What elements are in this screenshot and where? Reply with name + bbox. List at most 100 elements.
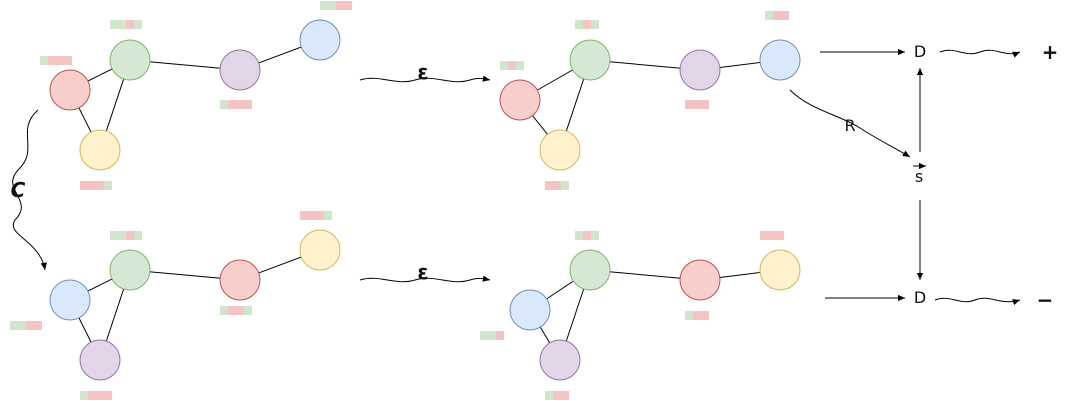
feature-cell bbox=[40, 56, 48, 65]
graph-node-red bbox=[499, 79, 541, 121]
graph-node-green bbox=[109, 39, 151, 81]
feature-cell bbox=[488, 331, 496, 340]
feature-cell bbox=[575, 20, 583, 29]
feature-cell bbox=[300, 211, 308, 220]
feature-cell bbox=[561, 181, 569, 190]
feature-cell bbox=[104, 391, 112, 400]
graph-node-red bbox=[679, 259, 721, 301]
feature-cell bbox=[768, 231, 776, 240]
feature-cell bbox=[685, 100, 693, 109]
feature-cell bbox=[88, 391, 96, 400]
graph-node-purple bbox=[219, 49, 261, 91]
graph-node-yellow bbox=[79, 129, 121, 171]
feature-cell bbox=[110, 231, 118, 240]
graph-node-red bbox=[49, 69, 91, 111]
feature-cell bbox=[220, 100, 228, 109]
encoder-label-bottom: ε bbox=[417, 260, 428, 284]
feature-cell bbox=[110, 20, 118, 29]
feature-cell bbox=[236, 100, 244, 109]
corruption-label: C bbox=[11, 178, 26, 202]
encoder-arrow-bottom bbox=[359, 275, 491, 283]
feature-cell bbox=[236, 306, 244, 315]
feature-cell bbox=[96, 181, 104, 190]
feature-cell bbox=[316, 211, 324, 220]
graph-node-blue bbox=[299, 19, 341, 61]
graph-orig-input bbox=[40, 1, 352, 190]
graph-node-blue bbox=[49, 279, 91, 321]
feature-cell bbox=[701, 311, 709, 320]
feature-cell bbox=[34, 321, 42, 330]
feature-cell bbox=[500, 61, 508, 70]
encoder-arrow-top bbox=[359, 75, 491, 83]
corruption-arrow bbox=[12, 109, 47, 271]
encoder-label-top: ε bbox=[417, 60, 428, 84]
discriminator-label-bottom: D bbox=[914, 288, 926, 307]
feature-cell bbox=[118, 231, 126, 240]
feature-cell bbox=[545, 181, 553, 190]
graph-node-yellow bbox=[299, 229, 341, 271]
discriminator-label-top: D bbox=[914, 42, 926, 61]
feature-cell bbox=[228, 306, 236, 315]
disc-bottom-output-arrow bbox=[934, 297, 1021, 306]
feature-cell bbox=[26, 321, 34, 330]
feature-cell bbox=[765, 11, 773, 20]
feature-cell bbox=[244, 306, 252, 315]
disc-top-output-arrow bbox=[939, 49, 1021, 58]
summary-label: s bbox=[915, 167, 923, 186]
feature-cell bbox=[701, 100, 709, 109]
readout-arrow bbox=[789, 89, 911, 158]
feature-cell bbox=[308, 211, 316, 220]
feature-cell bbox=[118, 20, 126, 29]
feature-cell bbox=[228, 100, 236, 109]
feature-cell bbox=[88, 181, 96, 190]
feature-cell bbox=[516, 61, 524, 70]
feature-cell bbox=[583, 231, 591, 240]
negative-label: − bbox=[1037, 288, 1054, 312]
feature-cell bbox=[10, 321, 18, 330]
feature-cell bbox=[685, 311, 693, 320]
feature-cell bbox=[244, 100, 252, 109]
graph-node-purple bbox=[679, 49, 721, 91]
feature-cell bbox=[693, 311, 701, 320]
feature-cell bbox=[56, 56, 64, 65]
feature-cell bbox=[760, 231, 768, 240]
feature-cell bbox=[126, 20, 134, 29]
feature-cell bbox=[591, 20, 599, 29]
feature-cell bbox=[134, 20, 142, 29]
graph-node-green bbox=[569, 39, 611, 81]
feature-cell bbox=[693, 100, 701, 109]
feature-cell bbox=[773, 11, 781, 20]
graph-corrupt-input bbox=[10, 211, 341, 400]
feature-cell bbox=[126, 231, 134, 240]
graph-node-green bbox=[569, 249, 611, 291]
graph-node-blue bbox=[759, 39, 801, 81]
feature-cell bbox=[48, 56, 56, 65]
feature-cell bbox=[344, 1, 352, 10]
graph-node-red bbox=[219, 259, 261, 301]
feature-cell bbox=[591, 231, 599, 240]
feature-cell bbox=[18, 321, 26, 330]
positive-label: + bbox=[1042, 40, 1059, 64]
graph-orig-embed bbox=[499, 11, 801, 190]
graph-node-yellow bbox=[759, 249, 801, 291]
feature-cell bbox=[320, 1, 328, 10]
feature-cell bbox=[328, 1, 336, 10]
feature-cell bbox=[336, 1, 344, 10]
feature-cell bbox=[104, 181, 112, 190]
graph-corrupt-embed bbox=[480, 231, 801, 400]
graph-node-green bbox=[109, 249, 151, 291]
readout-label: R bbox=[844, 116, 855, 135]
graph-node-purple bbox=[539, 339, 581, 381]
feature-cell bbox=[561, 391, 569, 400]
feature-cell bbox=[508, 61, 516, 70]
feature-cell bbox=[583, 20, 591, 29]
feature-cell bbox=[575, 231, 583, 240]
graph-node-blue bbox=[509, 289, 551, 331]
feature-cell bbox=[553, 181, 561, 190]
graph-node-purple bbox=[79, 339, 121, 381]
feature-cell bbox=[80, 181, 88, 190]
feature-cell bbox=[220, 306, 228, 315]
feature-cell bbox=[781, 11, 789, 20]
